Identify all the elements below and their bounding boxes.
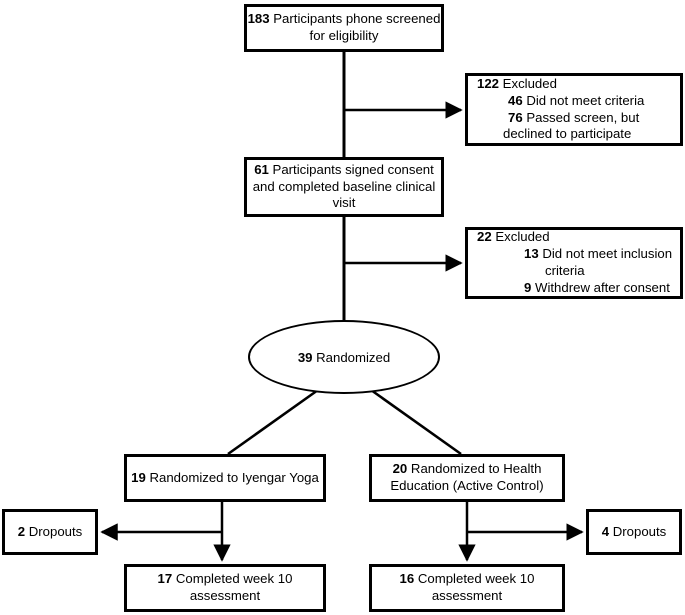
excluded1-count: 122: [477, 75, 500, 91]
excluded2-reason-2: 9 Withdrew after consent: [524, 279, 670, 295]
excluded1-reason-2: 76 Passed screen, but: [508, 109, 640, 125]
excluded2-heading: 22 Excluded: [477, 229, 550, 245]
excluded1-reason-1: 46 Did not meet criteria: [508, 92, 645, 108]
node-arm-health-education: 20 Randomized to Health Education (Activ…: [369, 454, 565, 502]
screened-count: 183: [247, 11, 270, 27]
complete-left-count: 17: [157, 571, 173, 587]
dropouts-left-label: 2 Dropouts: [17, 523, 83, 539]
node-arm-iyengar-yoga: 19 Randomized to Iyengar Yoga: [124, 454, 326, 502]
yoga-label: 19 Randomized to Iyengar Yoga: [131, 469, 319, 485]
excluded1-sub1-count: 46: [508, 92, 523, 108]
excluded2-sub2-count: 9: [524, 279, 532, 295]
split-line-right: [370, 388, 462, 456]
screened-line-1: 183 Participants phone screened: [247, 11, 441, 27]
excluded2-reason-1: 13 Did not meet inclusion: [524, 246, 673, 262]
health-line-2: Education (Active Control): [390, 478, 544, 493]
node-dropouts-yoga: 2 Dropouts: [2, 509, 98, 555]
complete-left-line-2: assessment: [189, 588, 261, 603]
node-dropouts-health: 4 Dropouts: [586, 509, 682, 555]
excluded2-sub1-count: 13: [524, 246, 539, 262]
randomized-count: 39: [297, 349, 313, 365]
node-completed-yoga: 17 Completed week 10 assessment: [124, 564, 326, 612]
consent-line-1: 61 Participants signed consent: [254, 161, 434, 177]
excluded1-heading: 122 Excluded: [477, 75, 557, 91]
split-line-left: [227, 388, 319, 456]
consent-line-2: and completed baseline clinical: [252, 178, 436, 194]
excluded2-reason-1-cont: criteria: [545, 263, 585, 278]
health-count: 20: [392, 461, 408, 477]
yoga-count: 19: [131, 469, 146, 485]
dropouts-right-label: 4 Dropouts: [601, 523, 667, 539]
excluded1-reason-2-cont: declined to participate: [503, 126, 632, 142]
consent-count: 61: [254, 161, 269, 177]
complete-right-line-2: assessment: [431, 588, 503, 603]
node-randomized-ellipse: 39 Randomized: [248, 320, 440, 394]
excluded2-count: 22: [477, 229, 492, 245]
dropouts-left-count: 2: [17, 523, 26, 539]
node-excluded-phone-screen: 122 Excluded 46 Did not meet criteria 76…: [465, 73, 683, 146]
node-excluded-after-consent: 22 Excluded 13 Did not meet inclusion cr…: [465, 227, 683, 299]
dropouts-right-count: 4: [601, 523, 610, 539]
excluded1-sub2-count: 76: [508, 109, 523, 125]
consent-line-3: visit: [332, 195, 356, 211]
node-phone-screened: 183 Participants phone screened for elig…: [244, 4, 444, 52]
complete-right-line-1: 16 Completed week 10: [399, 571, 535, 587]
screened-line-2: for eligibility: [309, 28, 379, 43]
node-completed-health: 16 Completed week 10 assessment: [369, 564, 565, 612]
complete-left-line-1: 17 Completed week 10: [157, 571, 293, 587]
node-signed-consent: 61 Participants signed consent and compl…: [244, 157, 444, 217]
randomized-label: 39 Randomized: [297, 349, 391, 365]
health-line-1: 20 Randomized to Health: [392, 461, 542, 477]
complete-right-count: 16: [399, 571, 415, 587]
